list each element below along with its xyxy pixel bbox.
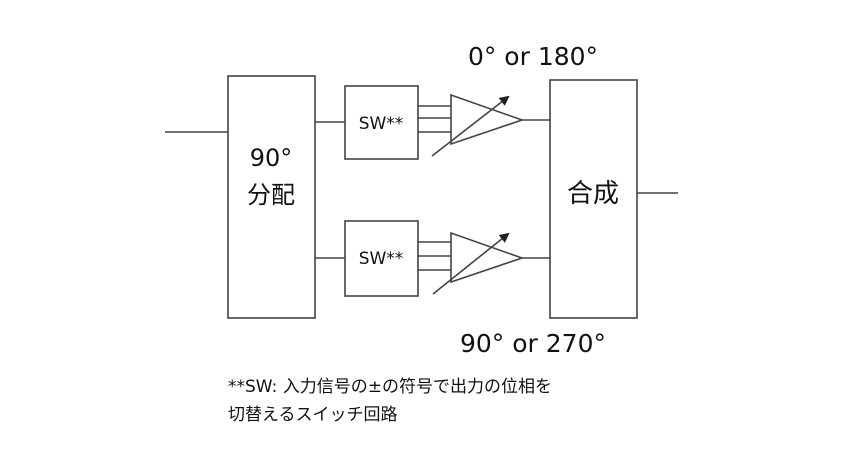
phase-label-top: 0° or 180° <box>468 42 598 71</box>
switch-block-top <box>344 85 419 160</box>
switch-block-bottom <box>344 220 419 297</box>
footnote-line-1: **SW: 入力信号の±の符号で出力の位相を <box>228 377 552 397</box>
switch-label-bottom: SW** <box>359 249 404 269</box>
phase-label-bottom: 90° or 270° <box>460 329 606 358</box>
amplifier-top <box>450 93 525 146</box>
splitter-label-line2: 分配 <box>247 181 295 209</box>
combiner-block <box>549 79 638 319</box>
variable-arrow-bottom <box>432 232 510 295</box>
variable-arrow-top <box>431 95 510 157</box>
footnote-line-2: 切替えるスイッチ回路 <box>228 405 398 425</box>
combiner-label: 合成 <box>567 179 619 209</box>
splitter-block <box>227 75 316 319</box>
switch-label-top: SW** <box>359 114 404 134</box>
amplifier-bottom <box>450 231 525 284</box>
splitter-label-line1: 90° <box>250 144 293 172</box>
